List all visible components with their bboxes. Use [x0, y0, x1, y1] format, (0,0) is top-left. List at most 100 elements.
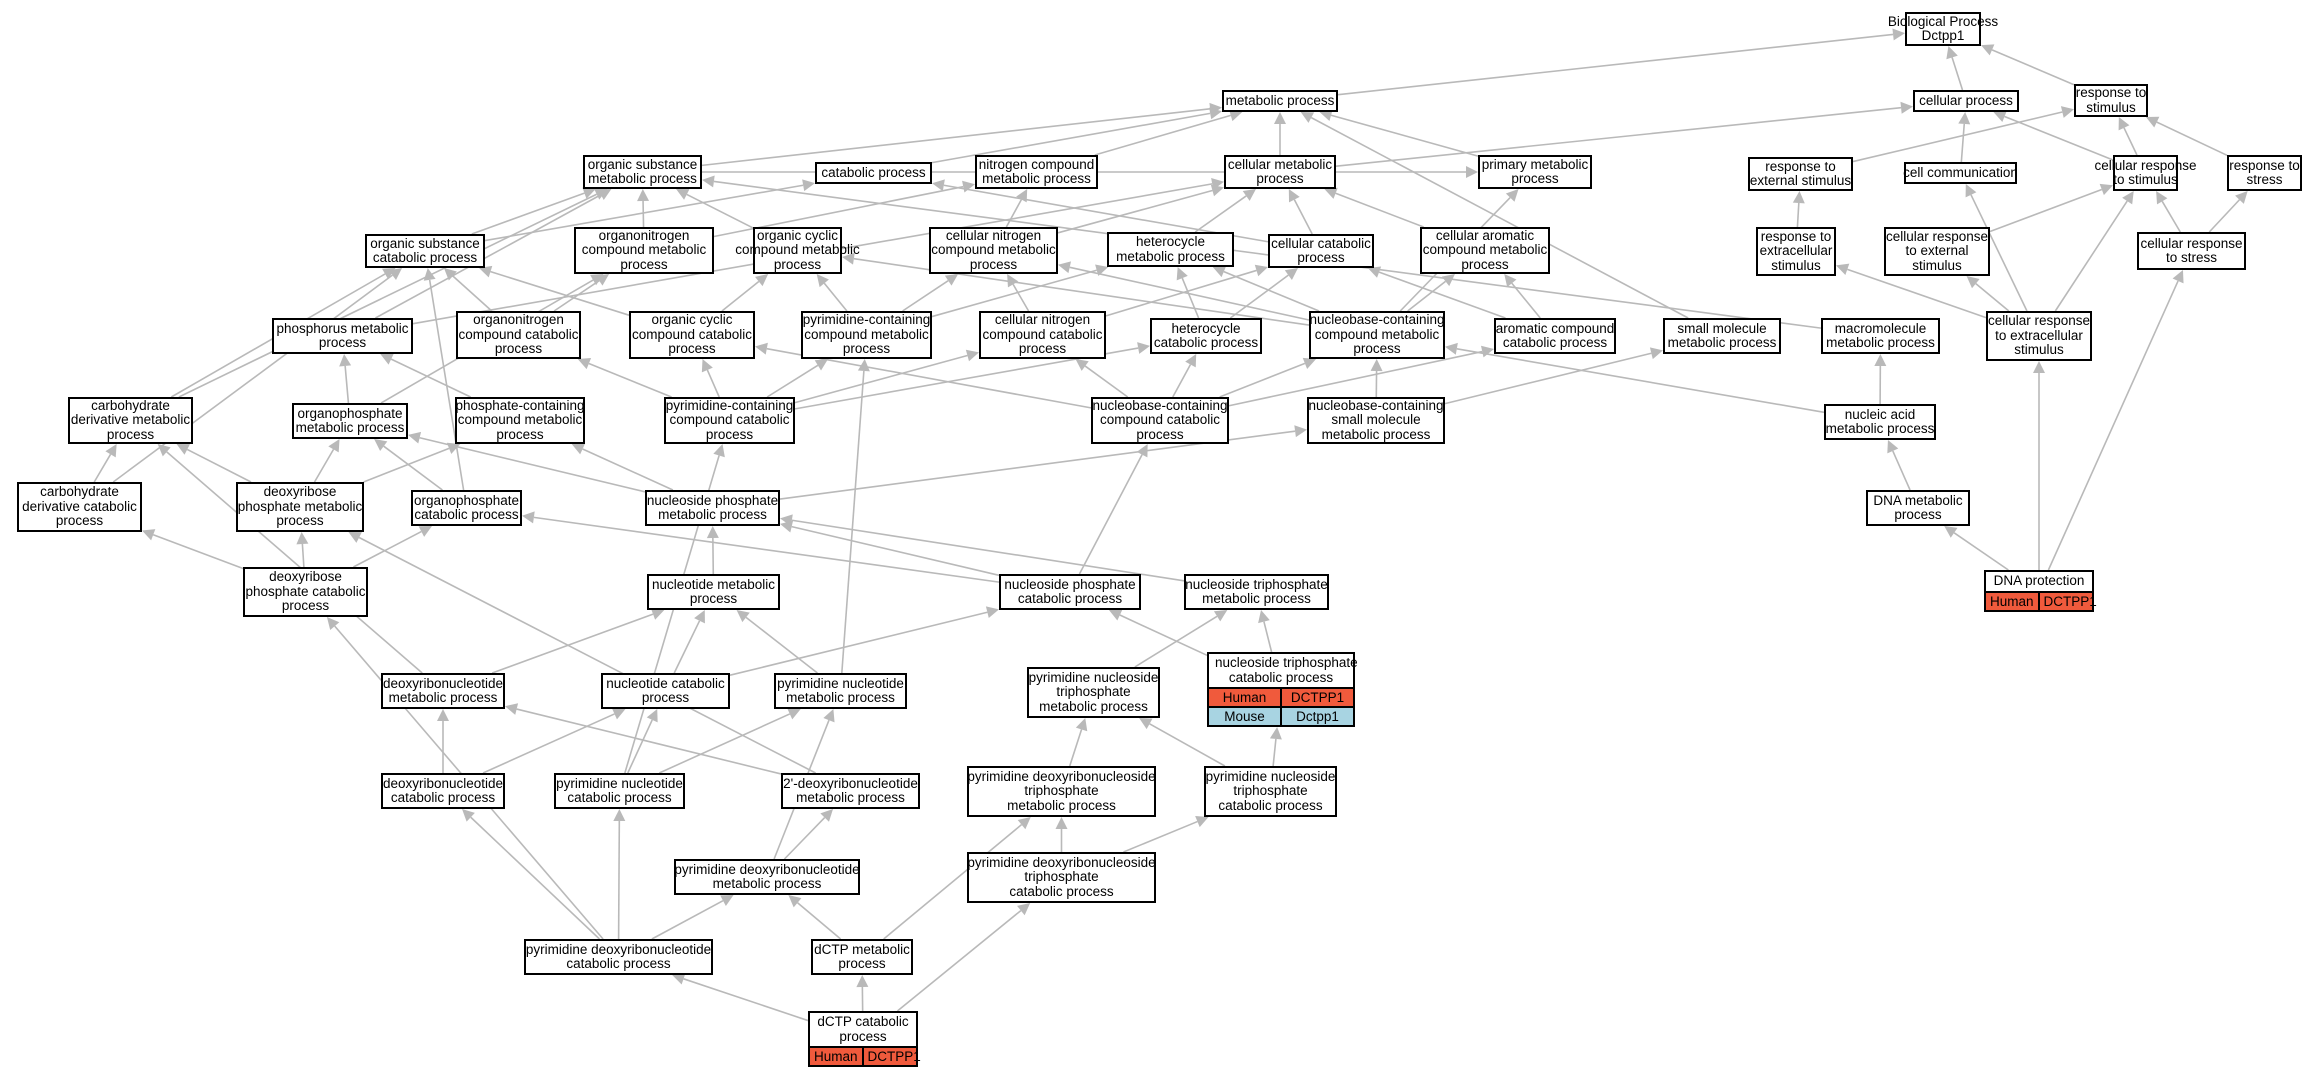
go-term-resp-extracell[interactable]: response to extracellular stimulus — [1756, 227, 1836, 276]
edge-line — [484, 184, 804, 242]
cell-cat-label: cellular catabolic process — [1271, 235, 1371, 265]
go-term-nucacid-met[interactable]: nucleic acid metabolic process — [1824, 404, 1936, 440]
go-term-pyr-deoxynuc-met[interactable]: pyrimidine deoxyribonucleotide metabolic… — [674, 859, 860, 895]
go-term-deoxyribonuc-met[interactable]: deoxyribonucleotide metabolic process — [381, 673, 505, 709]
go-term-cellnitro-cat[interactable]: cellular nitrogen compound catabolic pro… — [979, 311, 1106, 359]
go-term-orgnitro-cat[interactable]: organonitrogen compound catabolic proces… — [456, 311, 581, 359]
go-term-arom-cat[interactable]: aromatic compound catabolic process — [1494, 318, 1616, 354]
go-term-carb-der-met[interactable]: carbohydrate derivative metabolic proces… — [68, 397, 193, 444]
edge-line — [582, 448, 674, 491]
go-term-nucphos-cat[interactable]: nucleoside phosphate catabolic process — [999, 574, 1141, 610]
species-cell: Mouse — [1224, 709, 1265, 724]
go-term-resp-stress[interactable]: response to stress — [2227, 155, 2302, 191]
go-term-metab[interactable]: metabolic process — [1222, 90, 1338, 112]
edge-line — [553, 280, 600, 312]
go-term-deoxyribose-cat[interactable]: deoxyribose phosphate catabolic process — [243, 567, 368, 617]
go-term-hetero-met[interactable]: heterocycle metabolic process — [1107, 232, 1234, 267]
go-term-nucleotide-met[interactable]: nucleotide metabolic process — [647, 574, 780, 610]
go-term-pyr-nucside-triphos-cat[interactable]: pyrimidine nucleoside triphosphate catab… — [1204, 766, 1337, 817]
go-term-cellnitro-met[interactable]: cellular nitrogen compound metabolic pro… — [929, 227, 1058, 274]
go-term-macromol-met[interactable]: macromolecule metabolic process — [1821, 318, 1940, 354]
go-term-cellcomm[interactable]: cell communication — [1903, 162, 2018, 184]
go-term-pyr-deoxy-triphos-met[interactable]: pyrimidine deoxyribonucleoside triphosph… — [967, 766, 1156, 817]
go-term-nucleotide-cat[interactable]: nucleotide catabolic process — [601, 673, 730, 709]
carb-der-cat-label: carbohydrate derivative catabolic proces… — [22, 484, 137, 529]
edge-line — [1293, 199, 1313, 235]
edge-arrowhead — [1016, 189, 1028, 203]
edge-line — [1223, 270, 1320, 312]
go-term-orgphos-met[interactable]: organophosphate metabolic process — [292, 403, 408, 439]
go-term-nucbase-cat[interactable]: nucleobase-containing compound catabolic… — [1091, 397, 1229, 444]
go-term-orgsub-cat[interactable]: organic substance catabolic process — [365, 234, 485, 268]
go-term-nucbase-small[interactable]: nucleobase-containing small molecule met… — [1307, 397, 1445, 444]
edge-line — [353, 530, 422, 568]
go-term-cell-resp-extracell[interactable]: cellular response to extracellular stimu… — [1986, 311, 2092, 361]
go-term-nuctriphos-met[interactable]: nucleoside triphosphate metabolic proces… — [1184, 574, 1329, 610]
pyr-nuc-met-label: pyrimidine nucleotide metabolic process — [777, 675, 904, 705]
go-term-carb-der-cat[interactable]: carbohydrate derivative catabolic proces… — [17, 482, 142, 532]
go-term-deoxyribose-met[interactable]: deoxyribose phosphate metabolic process — [236, 482, 364, 532]
go-term-orgnitro-met[interactable]: organonitrogen compound metabolic proces… — [574, 227, 714, 274]
go-term-dctp-met[interactable]: dCTP metabolic process — [811, 939, 913, 975]
edge-arrowhead — [1981, 44, 1995, 56]
go-term-orgphos-cat[interactable]: organophosphate catabolic process — [411, 490, 522, 526]
go-term-pyr-nucside-triphos-met[interactable]: pyrimidine nucleoside triphosphate metab… — [1027, 667, 1160, 718]
edge-arrowhead — [780, 514, 793, 527]
phos-met-label: phosphorus metabolic process — [276, 320, 409, 350]
edge-arrowhead — [1055, 817, 1068, 829]
go-term-bp[interactable]: Biological Process Dctpp1 — [1888, 12, 1998, 46]
go-term-pyr-deoxynuc-cat[interactable]: pyrimidine deoxyribonucleotide catabolic… — [524, 939, 713, 975]
hetero-cat-label: heterocycle catabolic process — [1153, 320, 1259, 350]
go-term-pyr-cont-met[interactable]: pyrimidine-containing compound metabolic… — [801, 311, 932, 359]
go-term-dna-met[interactable]: DNA metabolic process — [1866, 490, 1970, 526]
go-term-pyr-nuc-met[interactable]: pyrimidine nucleotide metabolic process — [774, 673, 907, 709]
edge-arrowhead — [505, 703, 519, 715]
go-term-hetero-cat[interactable]: heterocycle catabolic process — [1150, 318, 1262, 354]
edge-line — [1068, 729, 1083, 767]
go-term-phos-cont-met[interactable]: phosphate-containing compound metabolic … — [455, 397, 585, 444]
pyr-cont-cat-label: pyrimidine-containing compound catabolic… — [665, 397, 794, 442]
go-term-cell-met[interactable]: cellular metabolic process — [1224, 155, 1336, 189]
go-term-nucbase-met[interactable]: nucleobase-containing compound metabolic… — [1309, 311, 1445, 359]
metab-label: metabolic process — [1225, 92, 1335, 108]
cell-resp-extracell-label: cellular response to extracellular stimu… — [1987, 313, 2091, 358]
edge-arrowhead — [328, 439, 340, 453]
go-term-resp-ext[interactable]: response to external stimulus — [1748, 157, 1853, 191]
go-term-smallmol-met[interactable]: small molecule metabolic process — [1663, 318, 1781, 354]
edge-line — [2054, 200, 2128, 312]
edge-arrowhead — [1836, 263, 1850, 276]
pyr-deoxy-triphos-cat-label: pyrimidine deoxyribonucleoside triphosph… — [967, 854, 1156, 899]
go-term-phos-met[interactable]: phosphorus metabolic process — [272, 318, 413, 354]
go-term-orgcyc-cat[interactable]: organic cyclic compound catabolic proces… — [629, 311, 755, 359]
pyr-deoxynuc-cat-label: pyrimidine deoxyribonucleotide catabolic… — [525, 941, 712, 971]
go-term-cellproc[interactable]: cellular process — [1913, 90, 2019, 112]
go-term-deoxy2-met[interactable]: 2'-deoxyribonucleotide metabolic process — [781, 773, 920, 809]
go-term-cell-resp-stim[interactable]: cellular response to stimulus — [2094, 155, 2197, 191]
go-term-deoxyribonuc-cat[interactable]: deoxyribonucleotide catabolic process — [381, 773, 505, 809]
go-term-pyr-deoxy-triphos-cat[interactable]: pyrimidine deoxyribonucleoside triphosph… — [967, 852, 1156, 903]
cellnitro-cat-label: cellular nitrogen compound catabolic pro… — [982, 312, 1103, 357]
go-term-pyr-cont-cat[interactable]: pyrimidine-containing compound catabolic… — [664, 397, 795, 444]
go-term-cellarom-met[interactable]: cellular aromatic compound metabolic pro… — [1420, 227, 1550, 274]
edge-line — [1229, 274, 1289, 319]
go-term-orgcyc-met[interactable]: organic cyclic compound metabolic proces… — [735, 227, 860, 274]
edge-arrowhead — [2118, 117, 2130, 131]
nitro-met-label: nitrogen compound metabolic process — [978, 156, 1095, 186]
go-term-respstim[interactable]: response to stimulus — [2074, 84, 2148, 117]
edge-line — [783, 817, 826, 860]
go-term-cell-resp-ext[interactable]: cellular response to external stimulus — [1884, 227, 1990, 276]
go-term-prim-met[interactable]: primary metabolic process — [1478, 155, 1592, 189]
edge-arrowhead — [706, 526, 719, 539]
pyr-nucside-triphos-met-label: pyrimidine nucleoside triphosphate metab… — [1028, 669, 1159, 714]
go-term-nitro-met[interactable]: nitrogen compound metabolic process — [975, 155, 1098, 189]
go-term-cell-cat[interactable]: cellular catabolic process — [1268, 234, 1374, 268]
go-term-cell-resp-stress[interactable]: cellular response to stress — [2137, 232, 2246, 270]
go-term-nuctriphos-cat[interactable]: nucleoside triphosphate catabolic proces… — [1207, 652, 1358, 727]
go-term-orgsub-met[interactable]: organic substance metabolic process — [583, 155, 702, 189]
go-term-pyr-nuc-cat[interactable]: pyrimidine nucleotide catabolic process — [554, 773, 685, 809]
go-term-nucphos-met[interactable]: nucleoside phosphate metabolic process — [645, 490, 780, 526]
go-term-catab[interactable]: catabolic process — [815, 162, 932, 184]
